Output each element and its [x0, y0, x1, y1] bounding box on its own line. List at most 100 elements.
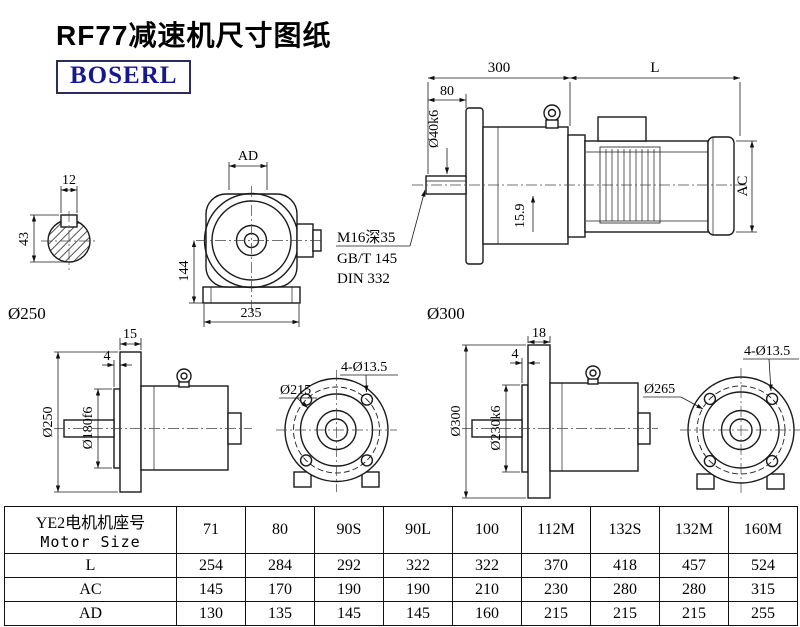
thread-note-line2: GB/T 145 [337, 251, 397, 267]
table-row-L: L 254 284 292 322 322 370 418 457 524 [4, 553, 798, 578]
dim-label-ac: AC [735, 176, 751, 197]
frame-size-header: 90S [314, 506, 384, 554]
dim-label-spigot-230: Ø230k6 [489, 405, 504, 450]
dim-4 [510, 358, 540, 383]
dim-label-ad: AD [238, 149, 258, 164]
dim-label-4: 4 [512, 347, 519, 362]
table-cell: 418 [590, 553, 660, 578]
table-cell: 315 [728, 577, 798, 602]
table-cell: 190 [314, 577, 384, 602]
frame-size-header: 90L [383, 506, 453, 554]
bolt-holes [299, 393, 374, 467]
bolt-circle-leader [279, 397, 317, 409]
motor-adapter [567, 134, 586, 238]
dim-spigot-230 [502, 384, 520, 473]
flange-plate [119, 351, 142, 493]
dim-label-spigot-180: Ø180f6 [81, 407, 96, 450]
table-cell: 130 [176, 601, 246, 626]
table-cell: 145 [176, 577, 246, 602]
foot-left [293, 471, 312, 488]
dim-shaft-height [30, 214, 67, 263]
row-label-AC: AC [4, 577, 177, 602]
dim-ac [736, 140, 757, 233]
dim-label-144: 144 [177, 261, 192, 282]
table-cell: 215 [590, 601, 660, 626]
holes-leader [340, 374, 398, 393]
table-cell: 254 [176, 553, 246, 578]
dim-label-12: 12 [62, 173, 76, 188]
centerlines [41, 211, 97, 270]
brand-logo: BOSERL [56, 60, 192, 94]
dim-300-L [427, 75, 741, 174]
dim-label-4: 4 [104, 349, 111, 364]
table-cell: 215 [659, 601, 729, 626]
table-cell: 292 [314, 553, 384, 578]
frame-size-header: 71 [176, 506, 246, 554]
flange-250-side-view: 15 4 Ø250 Ø180f6 [41, 327, 252, 493]
reducer-motor-side-view: 300 L 80 Ø40k6 AC 15.9 [336, 60, 757, 287]
lifting-eyebolt [585, 365, 601, 385]
frame-size-header: 112M [521, 506, 591, 554]
label-diameter-300: Ø300 [427, 304, 465, 323]
table-cell: 255 [728, 601, 798, 626]
table-cell: 284 [245, 553, 315, 578]
gear-housing [140, 385, 229, 471]
dim-label-L: L [650, 60, 659, 76]
label-diameter-250: Ø250 [8, 304, 46, 323]
shaft-section-view: 12 43 [17, 173, 97, 270]
foot-left [696, 473, 715, 490]
centerlines [276, 370, 397, 492]
dim-label-od-250: Ø250 [41, 406, 56, 437]
frame-size-header: 132S [590, 506, 660, 554]
table-cell: 322 [452, 553, 522, 578]
motor-size-label-en: Motor Size [40, 533, 141, 551]
dim-18 [527, 336, 551, 345]
dim-label-shaft-dia: Ø40k6 [427, 110, 442, 148]
centerlines [680, 368, 800, 494]
reducer-front-view: AD 144 235 [177, 149, 322, 327]
dim-label-od-300: Ø300 [449, 405, 464, 436]
dim-235 [203, 304, 300, 327]
dim-od-300 [462, 344, 526, 499]
motor-size-label-cn: YE2电机机座号 [35, 515, 146, 532]
dim-144 [189, 240, 204, 304]
gear-housing [549, 382, 639, 472]
motor-size-header-cell: YE2电机机座号 Motor Size [4, 506, 177, 554]
table-cell: 145 [383, 601, 453, 626]
dim-spigot-180 [94, 388, 112, 469]
holes-leader [743, 358, 799, 392]
frame-size-header: 132M [659, 506, 729, 554]
table-cell: 280 [590, 577, 660, 602]
dim-label-15-9: 15.9 [513, 204, 528, 229]
table-cell: 322 [383, 553, 453, 578]
table-row-AD: AD 130 135 145 145 160 215 215 215 255 [4, 601, 798, 626]
frame-size-header: 80 [245, 506, 315, 554]
dim-80 [428, 94, 467, 108]
row-label-L: L [4, 553, 177, 578]
table-header-row: YE2电机机座号 Motor Size 71 80 90S 90L 100 11… [4, 506, 798, 554]
flange-300-side-view: 18 4 Ø300 Ø230k6 [449, 326, 658, 499]
table-cell: 170 [245, 577, 315, 602]
dim-label-18: 18 [532, 326, 546, 341]
page-title: RF77减速机尺寸图纸 [56, 20, 332, 51]
gear-housing [482, 126, 569, 245]
foot-right [361, 471, 380, 488]
dim-keyway-width [60, 186, 78, 213]
table-cell: 370 [521, 553, 591, 578]
mounting-flange [465, 107, 484, 265]
terminal-box [597, 116, 647, 142]
flange-250-front-view: Ø215 4-Ø13.5 [276, 360, 398, 492]
table-cell: 145 [314, 601, 384, 626]
dim-label-235: 235 [241, 306, 262, 321]
bolt-holes [703, 392, 779, 468]
flange-plate [527, 344, 551, 499]
thread-note-line3: DIN 332 [337, 271, 390, 287]
fan-cover [707, 136, 735, 236]
dim-label-15: 15 [123, 327, 137, 342]
lifting-eyebolt [543, 104, 561, 129]
row-label-AD: AD [4, 601, 177, 626]
dim-od-250 [54, 351, 118, 493]
dim-label-43: 43 [17, 232, 32, 246]
technical-drawing: 12 43 [8, 60, 800, 499]
label-bolt-circle-265: Ø265 [644, 382, 675, 397]
